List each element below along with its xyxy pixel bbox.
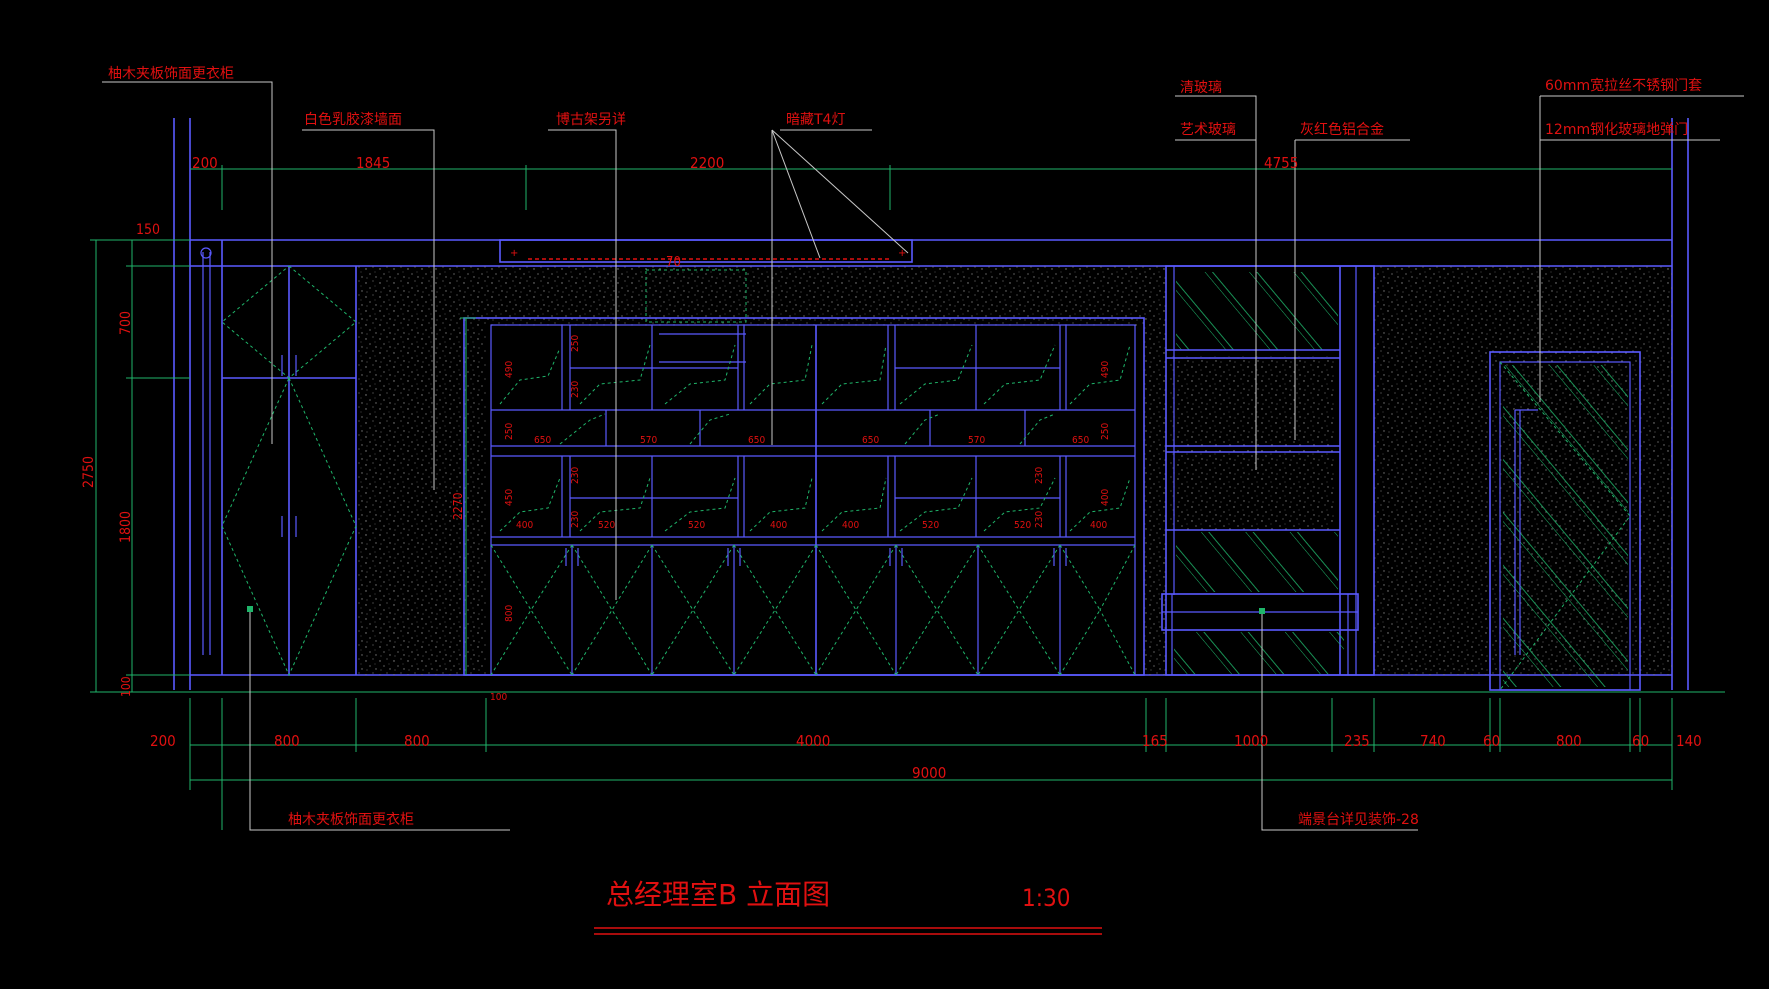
shelf-dim: 520 (598, 520, 615, 531)
dim-70: 70 (666, 255, 681, 270)
dim-bottom-165: 165 (1142, 732, 1168, 750)
dim-bottom-235: 235 (1344, 732, 1370, 750)
dim-bottom-60a: 60 (1483, 732, 1500, 750)
label-wardrobe-bottom: 柚木夹板饰面更衣柜 (288, 812, 414, 828)
svg-text:+: + (898, 248, 906, 259)
glass-door (1489, 351, 1641, 691)
shelf-dim: 400 (1090, 520, 1107, 531)
dim-left-100: 100 (119, 676, 133, 697)
dim-bottom-4000: 4000 (796, 732, 830, 750)
dim-left-1800: 1800 (118, 511, 134, 543)
dim-100-small: 100 (490, 692, 507, 703)
ceiling-light-trough: + + 70 (499, 239, 913, 323)
label-stand-detail: 端景台详见装饰-28 (1298, 812, 1419, 828)
shelf-dim: 400 (1100, 489, 1111, 506)
dim-left-150: 150 (136, 222, 160, 238)
shelf-dim: 250 (504, 423, 515, 440)
shelf-dim: 230 (1034, 511, 1045, 528)
label-shelf-detail: 博古架另详 (556, 111, 626, 128)
dim-left-700: 700 (118, 311, 134, 335)
dimension-lines (90, 165, 1673, 830)
shelf-dim: 800 (504, 605, 515, 622)
svg-text:+: + (510, 248, 518, 259)
label-wall-paint: 白色乳胶漆墙面 (304, 111, 402, 128)
shelf-dim: 400 (770, 520, 787, 531)
label-door-frame: 60mm宽拉丝不锈钢门套 (1545, 77, 1702, 94)
shelf-dim: 570 (968, 435, 985, 446)
dim-bottom-800c: 800 (1556, 732, 1582, 750)
shelf-dim: 230 (570, 381, 581, 398)
shelf-dim: 230 (570, 467, 581, 484)
leader-lines (102, 81, 1744, 831)
shelf-dim: 250 (1100, 423, 1111, 440)
dim-bottom-1000: 1000 (1234, 732, 1268, 750)
display-cabinet (463, 317, 1145, 676)
shelf-dim: 570 (640, 435, 657, 446)
glass-shelf-unit (1161, 265, 1375, 676)
dim-top-200: 200 (192, 154, 218, 172)
dim-total-9000: 9000 (912, 764, 946, 782)
label-art-glass: 艺术玻璃 (1180, 121, 1236, 138)
dim-bottom-200: 200 (150, 732, 176, 750)
dim-top-4755: 4755 (1264, 154, 1298, 172)
shelf-dim: 650 (748, 435, 765, 446)
shelf-dim: 520 (922, 520, 939, 531)
shelf-dim: 520 (1014, 520, 1031, 531)
shelf-dim: 650 (1072, 435, 1089, 446)
dim-top-1845: 1845 (356, 154, 390, 172)
dim-bottom-740: 740 (1420, 732, 1446, 750)
dim-left-2750: 2750 (81, 456, 97, 488)
label-wardrobe-top: 柚木夹板饰面更衣柜 (108, 66, 234, 82)
label-door: 12mm钢化玻璃地弹门 (1545, 121, 1688, 138)
shelf-dim: 490 (1100, 361, 1111, 378)
shelf-dim: 230 (570, 511, 581, 528)
shelf-dim: 490 (504, 361, 515, 378)
label-alloy: 灰红色铝合金 (1300, 121, 1384, 138)
drawing-scale: 1:30 (1022, 884, 1070, 912)
dim-bottom-800a: 800 (274, 732, 300, 750)
stone-wall-panels (356, 266, 1672, 675)
shelf-dim: 450 (504, 489, 515, 506)
dim-bottom-140: 140 (1676, 732, 1702, 750)
label-hidden-light: 暗藏T4灯 (786, 112, 845, 128)
shelf-dim: 520 (688, 520, 705, 531)
shelf-dim: 400 (516, 520, 533, 531)
wardrobe (200, 240, 357, 677)
shelf-dim: 250 (570, 335, 581, 352)
dim-top-2200: 2200 (690, 154, 724, 172)
dim-bottom-800b: 800 (404, 732, 430, 750)
shelf-dim: 400 (842, 520, 859, 531)
label-clear-glass: 清玻璃 (1180, 79, 1222, 96)
dim-2270: 2270 (451, 492, 465, 520)
shelf-dim: 650 (534, 435, 551, 446)
shelf-dim: 230 (1034, 467, 1045, 484)
drawing-title: 总经理室B 立面图 (606, 878, 830, 911)
dim-bottom-60b: 60 (1632, 732, 1649, 750)
shelf-dim: 650 (862, 435, 879, 446)
